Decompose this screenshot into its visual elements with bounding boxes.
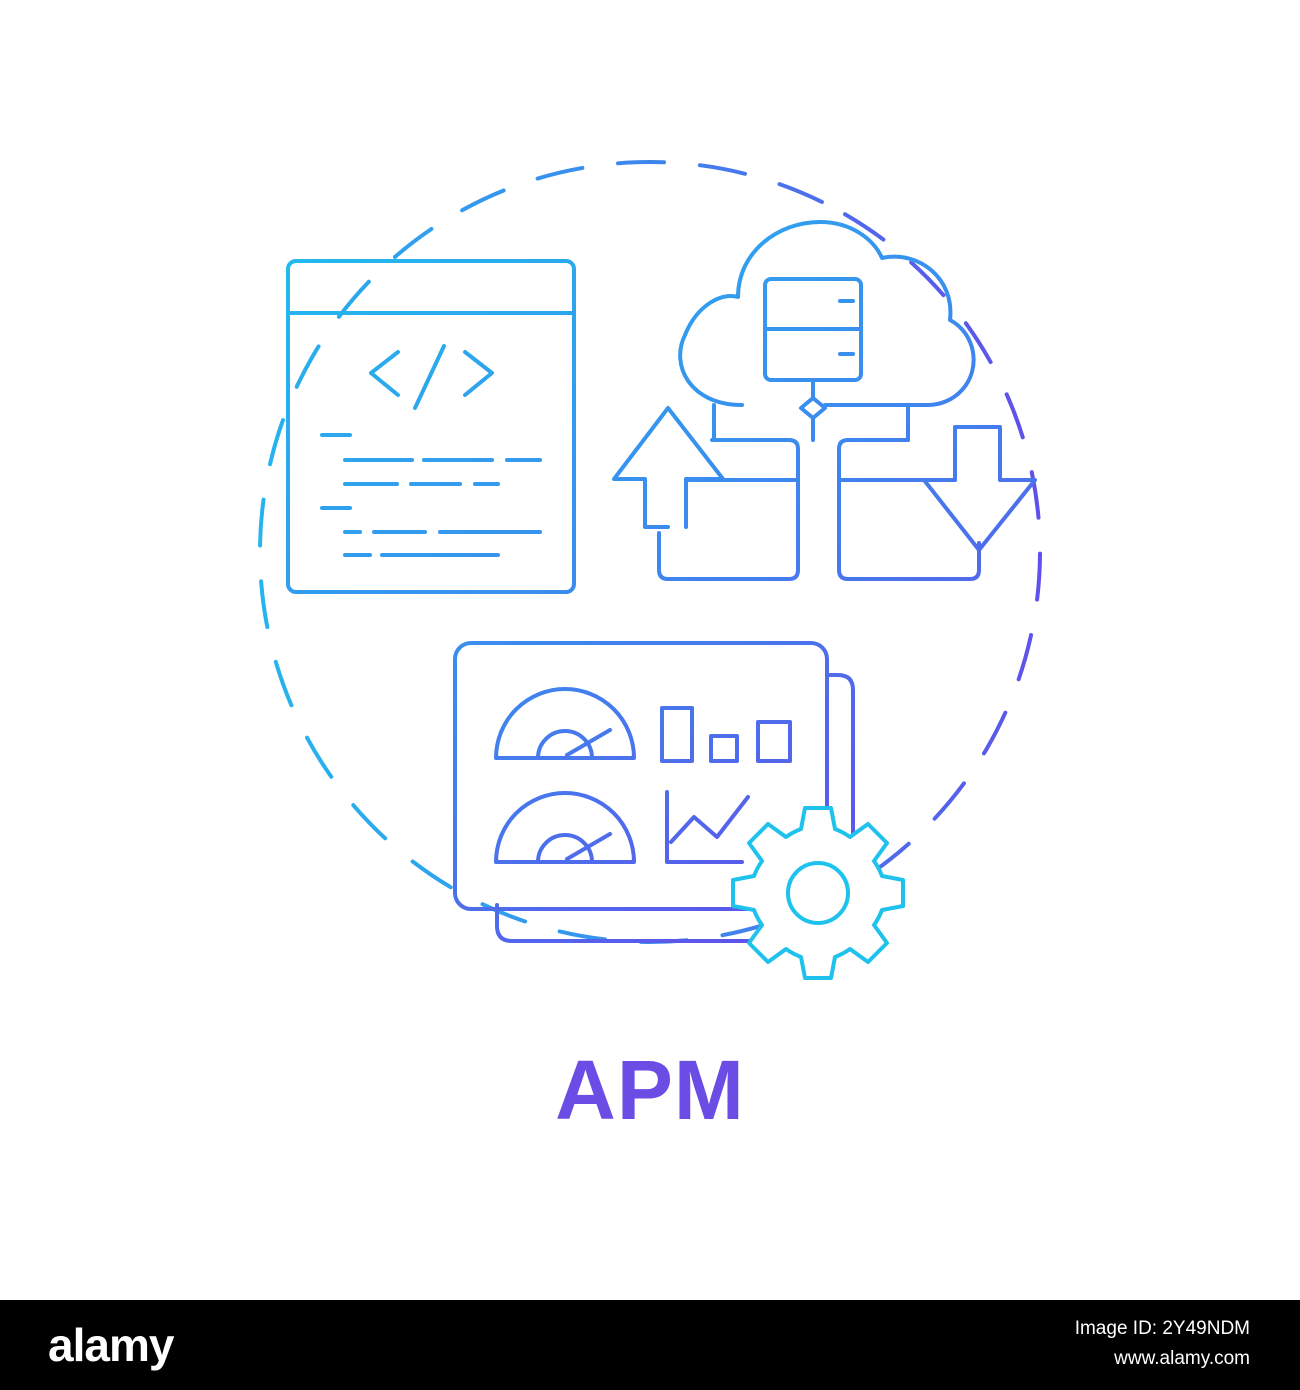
download-folder-icon	[837, 425, 1037, 581]
stock-footer-bar: alamy Image ID: 2Y49NDM www.alamy.com	[0, 1300, 1300, 1390]
site-url-text: www.alamy.com	[1114, 1348, 1250, 1369]
gear-icon	[731, 806, 905, 980]
alamy-logo: alamy	[48, 1319, 174, 1371]
dashed-circle-frame	[258, 160, 1042, 944]
image-id-text: Image ID: 2Y49NDM	[1074, 1318, 1250, 1339]
caption-title: APM	[555, 1043, 745, 1137]
upload-folder-icon	[612, 406, 800, 581]
dashboard-icon	[453, 641, 855, 943]
code-window-icon	[286, 259, 576, 594]
image-id-block: Image ID: 2Y49NDM www.alamy.com	[1075, 1314, 1250, 1374]
cloud-server-icon	[678, 220, 976, 442]
apm-illustration	[258, 160, 1042, 980]
